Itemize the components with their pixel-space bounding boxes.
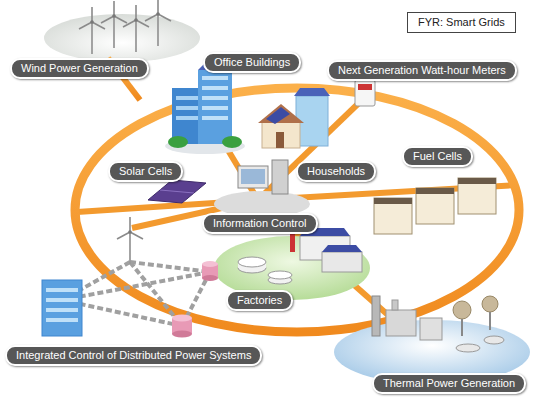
building-window xyxy=(46,298,78,302)
label-text: Households xyxy=(307,165,365,178)
computer-screen xyxy=(241,169,265,184)
office-building xyxy=(42,280,82,336)
network-link xyxy=(62,272,210,300)
solar-cell-sheet xyxy=(148,180,206,203)
callout-label: Thermal Power Generation xyxy=(372,373,526,394)
callout-label: Factories xyxy=(226,290,293,311)
gas-sphere xyxy=(453,301,471,319)
wind-turbine xyxy=(101,1,127,48)
solar-cell-line xyxy=(160,190,194,193)
fuel-cell-top xyxy=(458,178,496,184)
label-text: Factories xyxy=(237,294,282,307)
wind-turbine xyxy=(145,0,171,46)
heading-tag: FYR: Smart Grids xyxy=(407,12,516,33)
callout-label: Wind Power Generation xyxy=(10,58,149,79)
storage-battery xyxy=(172,315,192,322)
storage-battery xyxy=(172,331,192,338)
watt-hour-meter xyxy=(355,80,375,106)
bush xyxy=(168,136,188,148)
fuel-cell-top xyxy=(374,198,412,204)
wind-turbine xyxy=(79,7,105,54)
sphere-leg xyxy=(461,319,463,336)
building-window xyxy=(202,106,228,110)
office-building xyxy=(172,88,202,144)
storage-tank xyxy=(456,344,480,352)
label-text: Office Buildings xyxy=(214,56,290,69)
building-window xyxy=(202,76,228,80)
solar-roof xyxy=(294,88,330,96)
network-link xyxy=(130,262,210,272)
solar-roof xyxy=(266,107,290,124)
building-window xyxy=(46,288,78,292)
label-text: Solar Cells xyxy=(119,165,172,178)
callout-label: Households xyxy=(296,161,376,182)
building-window xyxy=(176,106,198,110)
label-text: Next Generation Watt-hour Meters xyxy=(338,64,506,77)
plant-pipe xyxy=(392,300,398,310)
callout-label: Information Control xyxy=(202,213,318,234)
callout-label: Next Generation Watt-hour Meters xyxy=(327,60,517,81)
plant-stack xyxy=(372,296,380,336)
callout-label: Fuel Cells xyxy=(402,146,473,167)
fuel-cell-top xyxy=(416,188,454,194)
label-text: Fuel Cells xyxy=(413,150,462,163)
plant-building xyxy=(386,310,416,336)
building-window xyxy=(46,308,78,312)
factory-building xyxy=(322,252,362,272)
meter-display xyxy=(358,84,372,90)
sphere-leg xyxy=(489,312,491,330)
label-text: Wind Power Generation xyxy=(21,62,138,75)
storage-tank xyxy=(268,271,292,279)
wind-turbine xyxy=(117,217,143,264)
callout-label: Solar Cells xyxy=(108,161,183,182)
storage-battery xyxy=(202,275,218,281)
callout-label: Integrated Control of Distributed Power … xyxy=(5,345,262,366)
label-text: Integrated Control of Distributed Power … xyxy=(16,349,251,362)
label-text: Thermal Power Generation xyxy=(383,377,515,390)
label-text: FYR: Smart Grids xyxy=(418,16,505,29)
gas-sphere xyxy=(482,296,498,312)
solar-roof xyxy=(322,245,362,252)
fuel-cell-unit xyxy=(416,188,454,224)
building-window xyxy=(176,96,198,100)
house-door xyxy=(276,132,284,148)
fuel-cell-unit xyxy=(374,198,412,234)
plant-building xyxy=(420,318,442,340)
building-window xyxy=(202,96,228,100)
house xyxy=(262,122,300,148)
building-window xyxy=(202,86,228,90)
wind-turbine xyxy=(123,5,149,52)
building-window xyxy=(202,116,228,120)
office-building xyxy=(198,70,232,144)
grid-ring xyxy=(75,88,519,332)
storage-tank xyxy=(238,257,266,267)
building-window xyxy=(46,318,78,322)
bush xyxy=(222,136,242,148)
building-window xyxy=(176,116,198,120)
computer-monitor xyxy=(238,166,268,188)
storage-battery xyxy=(202,261,218,267)
server-tower xyxy=(272,160,288,194)
callout-label: Office Buildings xyxy=(203,52,301,73)
fuel-cell-unit xyxy=(458,178,496,214)
house-roof xyxy=(258,104,304,123)
storage-tank xyxy=(484,336,504,344)
label-text: Information Control xyxy=(213,217,307,230)
